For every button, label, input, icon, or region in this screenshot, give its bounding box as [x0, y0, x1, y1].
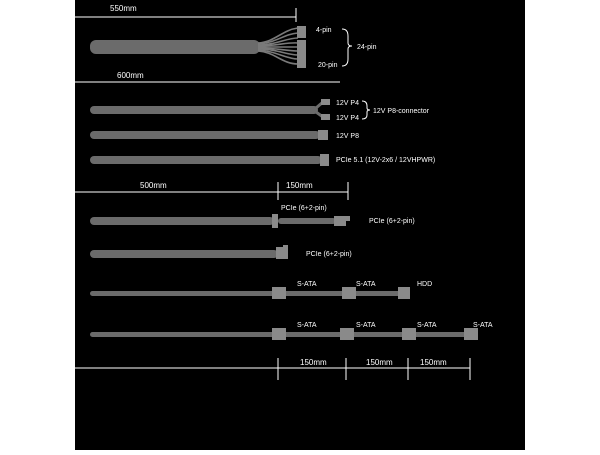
- atx-wire-fan: [257, 27, 299, 65]
- sata1-label-1: S-ATA: [297, 281, 317, 288]
- cpu-p4-sleeve: [90, 106, 318, 114]
- pcie-ext-length-label: 150mm: [286, 181, 313, 190]
- sata-cable-1: [90, 287, 410, 299]
- pcie5-cable: [90, 154, 329, 166]
- dimension-lines: [75, 8, 471, 380]
- sata1-label-2: S-ATA: [356, 281, 376, 288]
- cpu-p4-connector-a: [321, 99, 330, 105]
- cpu-p4-label-a: 12V P4: [336, 100, 359, 107]
- labels: 550mm 4-pin 20-pin 24-pin 600mm 12V P4 1…: [110, 4, 493, 367]
- pcie-dual-connector-2: [334, 216, 346, 226]
- sata1-hdd-connector: [398, 287, 410, 299]
- sata1-hdd-label: HDD: [417, 281, 432, 288]
- pcie-main-length-label: 500mm: [140, 181, 167, 190]
- sata2-label-3: S-ATA: [417, 322, 437, 329]
- pcie-dual-sleeve: [90, 217, 274, 225]
- atx-brace: [341, 28, 353, 67]
- cpu-p8-cable: [90, 130, 328, 140]
- sata2-label-4: S-ATA: [473, 322, 493, 329]
- sata1-sleeve: [90, 291, 410, 296]
- sata-spacing-label-2: 150mm: [366, 358, 393, 367]
- cpu-p4-cable: [90, 99, 371, 120]
- atx-20pin-connector: [297, 40, 306, 68]
- pcie5-label: PCIe 5.1 (12V-2x6 / 12VHPWR): [336, 157, 435, 164]
- pcie-dual-label-2: PCIe (6+2-pin): [369, 218, 415, 225]
- sata1-connector-2: [342, 287, 356, 299]
- pcie-dual-extension: [278, 218, 336, 224]
- pcie-single-label: PCIe (6+2-pin): [306, 251, 352, 258]
- atx-length-label: 550mm: [110, 4, 137, 13]
- pcie-dual-connector-2-tab: [346, 216, 350, 221]
- sata2-connector-2: [340, 328, 354, 340]
- atx-4pin-connector: [297, 26, 306, 38]
- sata-spacing-label-3: 150mm: [420, 358, 447, 367]
- cpu-p8-sleeve: [90, 131, 320, 139]
- atx-cable-sleeve: [90, 40, 260, 54]
- atx-24pin-cable: [90, 26, 353, 68]
- sata2-connector-4: [464, 328, 478, 340]
- pcie-dual-label-1: PCIe (6+2-pin): [281, 205, 327, 212]
- pcie-single-connector: [276, 247, 288, 259]
- pcie-dual-cable: [90, 214, 350, 228]
- pcie-single-sleeve: [90, 250, 278, 258]
- pcie-single-cable: [90, 245, 288, 259]
- sata2-label-1: S-ATA: [297, 322, 317, 329]
- pcie5-connector: [320, 154, 329, 166]
- pcie-dual-connector-1: [272, 214, 278, 228]
- sata1-connector-1: [272, 287, 286, 299]
- cpu-p4-connector-b: [321, 114, 330, 120]
- cpu-p8-group-label: 12V P8-connector: [373, 108, 430, 115]
- atx-20pin-label: 20-pin: [318, 62, 338, 69]
- cpu-p8-connector: [318, 130, 328, 140]
- pcie-single-connector-tab: [283, 245, 288, 249]
- sata2-connector-1: [272, 328, 286, 340]
- cpu-p8-label: 12V P8: [336, 133, 359, 140]
- sata2-label-2: S-ATA: [356, 322, 376, 329]
- cpu-length-label: 600mm: [117, 71, 144, 80]
- atx-24pin-label: 24-pin: [357, 44, 377, 51]
- cpu-p8-brace: [361, 100, 371, 120]
- atx-4pin-label: 4-pin: [316, 27, 332, 34]
- sata-spacing-label-1: 150mm: [300, 358, 327, 367]
- sata-cable-2: [90, 328, 478, 340]
- sata2-connector-3: [402, 328, 416, 340]
- cpu-p4-label-b: 12V P4: [336, 115, 359, 122]
- pcie5-sleeve: [90, 156, 322, 164]
